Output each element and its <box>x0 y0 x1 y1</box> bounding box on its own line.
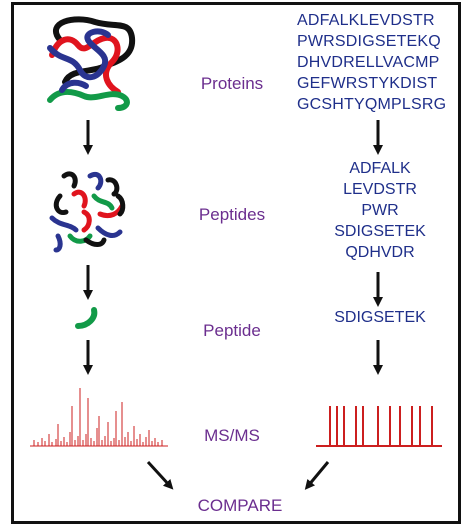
stage-label-peptide: Peptide <box>203 321 261 340</box>
protein-sequence-line: ADFALKLEVDSTR <box>297 12 435 29</box>
selected-peptide: SDIGSETEK <box>334 309 426 326</box>
theoretical-spectrum-icon <box>316 406 442 447</box>
peptide-list-item: LEVDSTR <box>343 181 417 198</box>
experimental-spectrum-icon <box>30 388 168 447</box>
stage-label-proteins: Proteins <box>200 74 264 93</box>
protein-sequence-line: GEFWRSTYKDIST <box>297 75 438 92</box>
peptide-list-item: QDHVDR <box>345 244 415 261</box>
peptide-list-item: PWR <box>361 202 399 219</box>
protein-sequence-line: DHVDRELLVACMP <box>297 54 440 71</box>
peptide-list-item: ADFALK <box>349 160 411 177</box>
stage-label-msms: MS/MS <box>204 426 260 445</box>
protein-tangle-icon <box>47 16 136 111</box>
stage-label-compare: COMPARE <box>197 496 283 515</box>
stage-label-peptides: Peptides <box>198 205 266 224</box>
peptide-list-item: SDIGSETEK <box>334 223 426 240</box>
arrow-down-icon <box>146 460 174 490</box>
peptide-fragments-icon <box>49 171 126 253</box>
single-peptide-icon <box>75 307 98 329</box>
arrow-down-icon <box>304 461 330 490</box>
protein-sequence-line: GCSHTYQMPLSRG <box>297 96 447 113</box>
protein-sequence-line: PWRSDIGSETEKQ <box>297 33 441 50</box>
